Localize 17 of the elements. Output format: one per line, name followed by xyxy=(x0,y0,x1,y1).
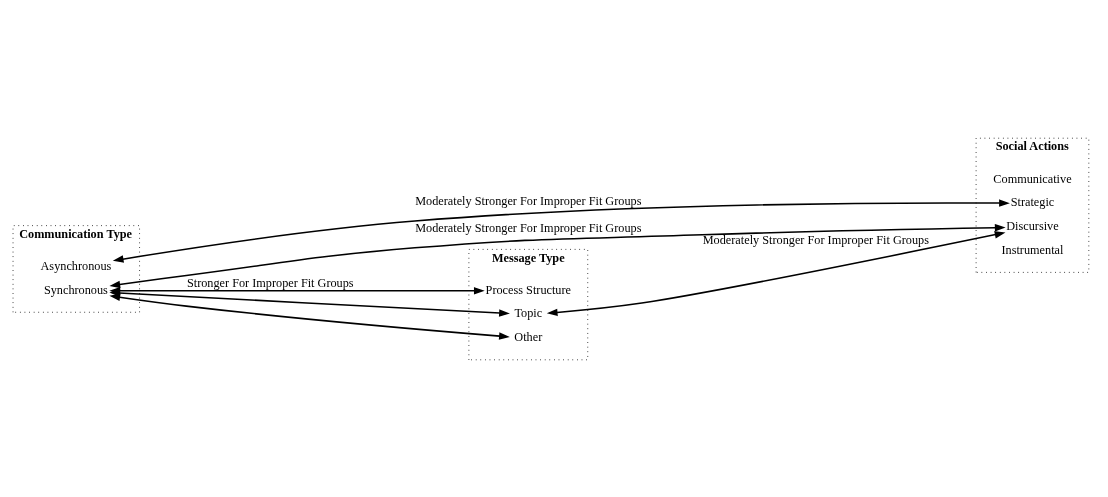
node-text: Process Structure xyxy=(485,282,572,297)
node-text: Instrumental xyxy=(1001,242,1064,257)
edge-label: Stronger For Improper Fit Groups xyxy=(186,275,354,290)
arrow xyxy=(109,293,510,340)
edge-label: Moderately Stronger For Improper Fit Groups xyxy=(415,193,642,208)
node-text: Strategic xyxy=(1010,194,1055,209)
node-text: Other xyxy=(514,329,543,344)
edge-label: Moderately Stronger For Improper Fit Groups xyxy=(702,232,929,247)
edge-label: Moderately Stronger For Improper Fit Groups xyxy=(415,220,642,235)
node-text: Topic xyxy=(514,305,543,320)
node-text: Synchronous xyxy=(43,282,108,297)
arrow xyxy=(109,223,1006,288)
arrow xyxy=(112,198,1010,263)
node-text: Asynchronous xyxy=(40,258,112,273)
node-text: Discursive xyxy=(1006,218,1059,233)
node-text: Communicative xyxy=(993,171,1072,186)
arrow xyxy=(546,230,1006,316)
